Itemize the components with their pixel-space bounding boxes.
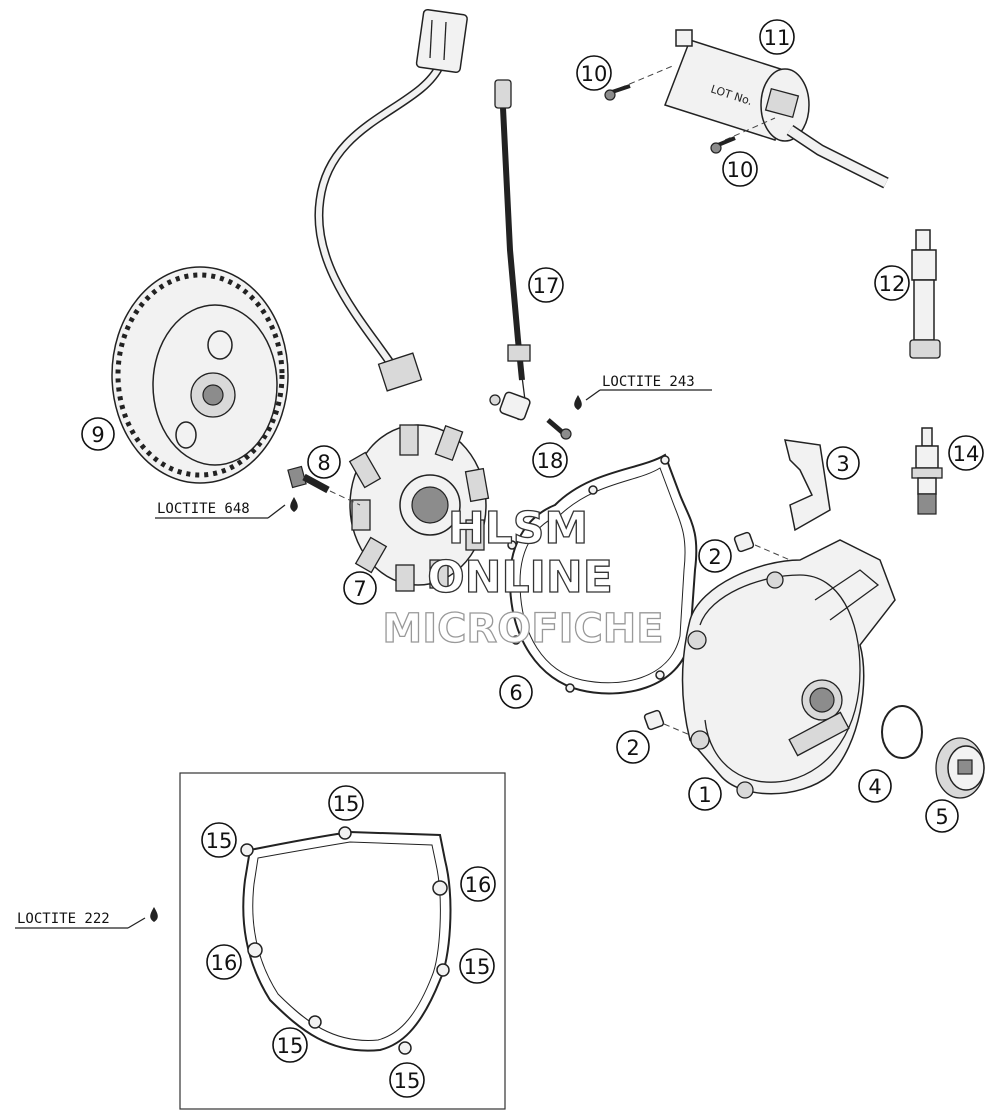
loctite-243-label-group: LOCTITE 243 <box>574 374 712 410</box>
callout-15-b-number: 15 <box>206 829 233 853</box>
callout-9: 9 <box>81 417 115 451</box>
loctite-222-label: LOCTITE 222 <box>17 911 110 927</box>
watermark-line-3: MICROFICHE <box>382 606 663 652</box>
stator-with-cable <box>314 8 490 592</box>
callout-10-top-number: 10 <box>581 62 608 86</box>
sensor-screw <box>546 418 572 440</box>
callout-5: 5 <box>925 799 959 833</box>
pickup-sensor-cable <box>489 79 531 421</box>
callout-15-c-number: 15 <box>464 955 491 979</box>
callout-4-number: 4 <box>868 775 881 799</box>
ignition-coil: LOT No. <box>664 29 889 189</box>
callout-10-top: 10 <box>576 55 612 91</box>
callout-16-b-number: 16 <box>211 951 238 975</box>
callout-15-e-number: 15 <box>394 1069 421 1093</box>
callout-3-number: 3 <box>836 452 849 476</box>
callout-1: 1 <box>688 777 722 811</box>
ignition-cover-gasket <box>507 453 698 695</box>
callout-10-bottom-number: 10 <box>727 158 754 182</box>
callout-15-d: 15 <box>272 1027 308 1063</box>
callout-17-number: 17 <box>533 274 560 298</box>
callout-10-bottom: 10 <box>722 151 758 187</box>
spark-plug <box>911 427 943 515</box>
callout-4: 4 <box>858 769 892 803</box>
flywheel-rotor <box>111 266 289 484</box>
callout-16-a: 16 <box>460 866 496 902</box>
callout-3: 3 <box>826 446 860 480</box>
callout-16-b: 16 <box>206 944 242 980</box>
loctite-648-label: LOCTITE 648 <box>157 501 250 517</box>
o-ring <box>881 705 923 759</box>
callout-17: 17 <box>528 267 564 303</box>
coil-screw-top <box>604 64 676 101</box>
callout-8-number: 8 <box>317 451 330 475</box>
callout-7: 7 <box>343 571 377 605</box>
callout-6-number: 6 <box>509 681 522 705</box>
callout-12-number: 12 <box>879 272 906 296</box>
cable-clip <box>784 439 831 532</box>
callout-2-upper: 2 <box>698 539 732 573</box>
spark-plug-connector <box>909 229 941 359</box>
callout-2-lower: 2 <box>616 730 650 764</box>
watermark: HLSM ONLINE MICROFICHE <box>382 502 665 652</box>
callout-15-d-number: 15 <box>277 1034 304 1058</box>
callout-1-number: 1 <box>698 783 711 807</box>
dowel-sleeve-lower <box>643 709 691 736</box>
watermark-line-2: ONLINE <box>427 552 613 603</box>
callout-15-c: 15 <box>459 948 495 984</box>
callout-15-e: 15 <box>389 1062 425 1098</box>
callout-18-number: 18 <box>537 449 564 473</box>
callout-16-a-number: 16 <box>465 873 492 897</box>
loctite-648-label-group: LOCTITE 648 <box>155 497 298 519</box>
callout-14-number: 14 <box>953 442 980 466</box>
ignition-cover <box>681 539 896 799</box>
callout-2-lower-number: 2 <box>626 736 639 760</box>
callout-14: 14 <box>948 435 984 471</box>
callout-15-b: 15 <box>201 822 237 858</box>
callout-5-number: 5 <box>935 805 948 829</box>
screw-plug <box>935 737 985 799</box>
callout-9-number: 9 <box>91 423 104 447</box>
stator-poles <box>348 424 490 592</box>
loctite-222-label-group: LOCTITE 222 <box>15 907 158 929</box>
callout-6: 6 <box>499 675 533 709</box>
callout-8: 8 <box>307 445 341 479</box>
callout-12: 12 <box>874 265 910 301</box>
callout-15-a: 15 <box>328 785 364 821</box>
callout-11-number: 11 <box>764 26 791 50</box>
coil-screw-bottom <box>710 117 776 154</box>
loctite-243-label: LOCTITE 243 <box>602 374 695 390</box>
callout-7-number: 7 <box>353 577 366 601</box>
callout-15-a-number: 15 <box>333 792 360 816</box>
watermark-line-1: HLSM <box>448 503 588 554</box>
callout-2-upper-number: 2 <box>708 545 721 569</box>
stator-screw <box>287 465 361 506</box>
gasket-detail-inset <box>179 772 506 1110</box>
callout-11: 11 <box>759 19 795 55</box>
callout-18: 18 <box>532 442 568 478</box>
dowel-sleeve-upper <box>733 531 791 561</box>
